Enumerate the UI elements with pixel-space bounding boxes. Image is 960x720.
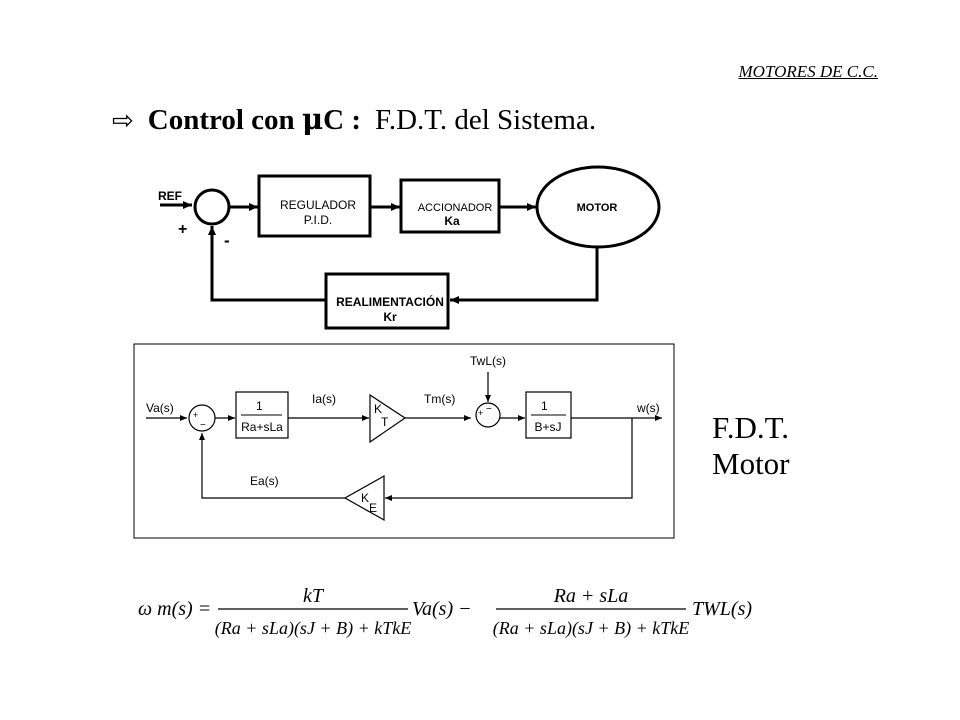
slide-title: ⇨ Control con μC : F.D.T. del Sistema. — [112, 102, 596, 137]
motor-diagram — [133, 343, 675, 539]
frac2-num: Ra + sLa — [553, 585, 629, 607]
title-bold-prefix: Control con — [147, 104, 302, 136]
motor-feedback-line — [450, 247, 599, 304]
twl-label: TwL(s) — [470, 354, 506, 368]
block1-den: Ra+sLa — [241, 420, 283, 434]
w-label: w(s) — [636, 401, 660, 415]
sum2-junction — [475, 402, 501, 428]
tm-label: Tm(s) — [424, 392, 455, 406]
ia-label: Ia(s) — [312, 392, 336, 406]
fdt-motor-label: F.D.T. Motor — [712, 410, 790, 482]
term1: Va(s) − — [412, 598, 472, 620]
sum1-minus: − — [200, 420, 206, 431]
sum2-minus: − — [486, 404, 492, 415]
ka-label: Ka — [444, 214, 460, 228]
summing-junction — [193, 188, 231, 226]
ke-sub: E — [369, 501, 377, 515]
va-label: Va(s) — [146, 401, 174, 415]
fdt-line: F.D.T. — [712, 410, 790, 445]
motor-label: MOTOR — [577, 202, 618, 214]
sum2-plus: + — [478, 408, 483, 418]
title-bold-suffix: C : — [323, 104, 362, 136]
feedback-return-line — [208, 226, 326, 302]
title-normal: F.D.T. del Sistema. — [375, 104, 597, 136]
kt-sub: T — [381, 415, 389, 429]
motor-line: Motor — [712, 446, 790, 481]
ea-label: Ea(s) — [250, 474, 279, 488]
motor-diagram-frame — [133, 343, 675, 539]
section-header: MOTORES DE C.C. — [738, 62, 878, 81]
block2-num: 1 — [541, 399, 548, 413]
kr-label: Kr — [383, 310, 397, 324]
formula-lhs: ω m(s) = — [138, 598, 211, 620]
ke-gain — [343, 474, 385, 522]
ke-k: K — [361, 491, 369, 505]
block2-den: B+sJ — [534, 420, 561, 434]
realimentacion-label: REALIMENTACIÓN — [336, 294, 444, 309]
ref-label: REF — [158, 189, 182, 203]
sum1-plus: + — [193, 410, 198, 420]
accionador-label: ACCIONADOR — [418, 202, 493, 214]
title-mu: μ — [301, 102, 324, 136]
output-feedback-line — [385, 418, 633, 501]
frac1-num: kT — [303, 585, 325, 607]
transfer-function-formula: ω m(s) = kT (Ra + sLa)(sJ + B) + kTkE Va… — [138, 585, 752, 639]
block2 — [525, 391, 572, 439]
plus-sign: + — [178, 221, 187, 238]
minus-sign: - — [224, 231, 230, 250]
pid-label: P.I.D. — [304, 213, 332, 227]
kt-k: K — [374, 402, 382, 416]
outline-right-arrow-icon: ⇨ — [112, 106, 134, 135]
block1 — [235, 391, 289, 439]
system-diagram — [160, 165, 661, 330]
frac1-den: (Ra + sLa)(sJ + B) + kTkE — [215, 618, 411, 639]
regulador-label: REGULADOR — [280, 198, 356, 212]
frac2-den: (Ra + sLa)(sJ + B) + kTkE — [493, 618, 689, 639]
ke-return-line — [199, 433, 345, 499]
block1-num: 1 — [256, 399, 263, 413]
term2: TWL(s) — [692, 598, 752, 620]
kt-gain — [369, 393, 407, 444]
